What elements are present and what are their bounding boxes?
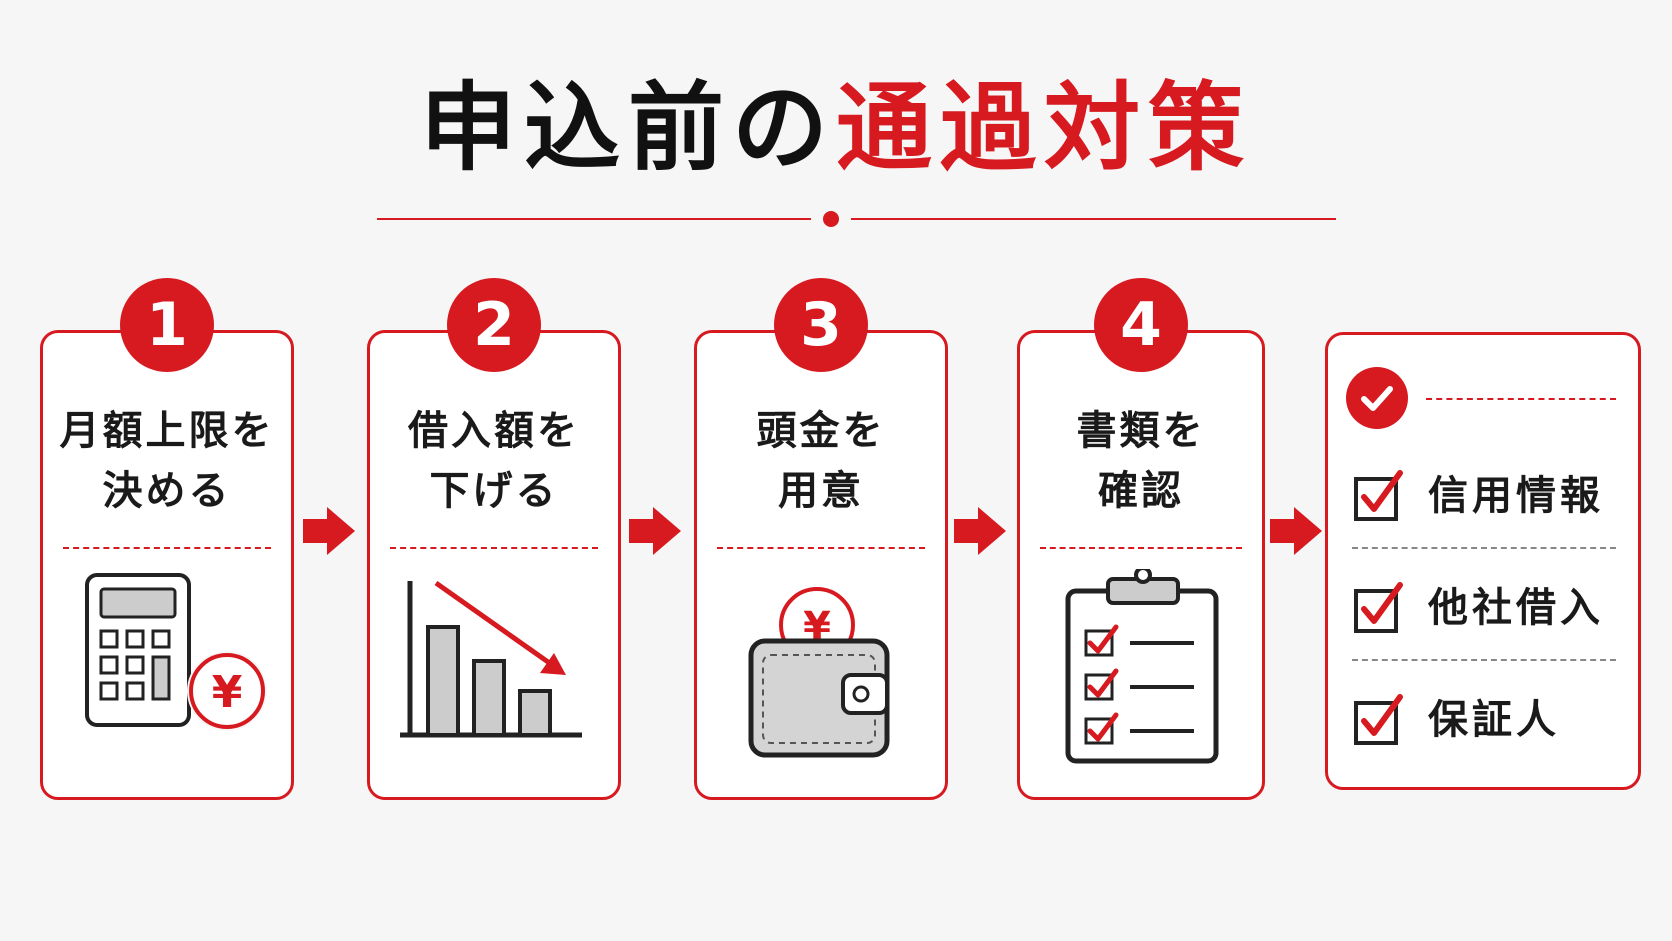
step-label-1-line-2: 決める	[102, 468, 232, 514]
svg-text:¥: ¥	[212, 667, 243, 718]
checklist-item: 信用情報	[1352, 467, 1616, 527]
step-label-2-line-2: 下げる	[429, 468, 559, 514]
wallet-yen-coin-icon: ¥	[748, 587, 890, 758]
checklist-separator	[1352, 547, 1616, 549]
step-card-3: 頭金を 用意 ¥	[694, 330, 948, 800]
step-divider-4	[1040, 547, 1242, 549]
step-label-3-line-2: 用意	[778, 468, 864, 514]
step-card-2: 借入額を 下げる	[367, 330, 621, 800]
checklist-item-label: 保証人	[1428, 697, 1560, 743]
arrow-right-icon	[303, 507, 355, 555]
step-card-4: 書類を 確認	[1017, 330, 1265, 800]
title-part-black: 申込前の	[420, 72, 836, 184]
checklist-item: 他社借入	[1352, 579, 1616, 639]
step-label-1: 月額上限を 決める	[43, 401, 291, 521]
checkbox-checked-icon	[1354, 470, 1403, 521]
checklist-item: 保証人	[1352, 691, 1616, 751]
arrow-right-icon	[629, 507, 681, 555]
step-label-2: 借入額を 下げる	[370, 401, 618, 521]
checkbox-checked-icon	[1354, 582, 1403, 633]
step-number-badge-3: 3	[774, 278, 868, 372]
calculator-yen-icon: ¥	[85, 573, 267, 731]
step-label-4-line-1: 書類を	[1076, 408, 1206, 454]
step-label-2-line-1: 借入額を	[408, 408, 580, 454]
step-number-badge-1: 1	[120, 278, 214, 372]
step-number-badge-4: 4	[1094, 278, 1188, 372]
step-card-1: 月額上限を 決める ¥	[40, 330, 294, 800]
checkbox-checked-icon	[1354, 694, 1403, 745]
checklist-header-divider	[1426, 398, 1616, 400]
title-part-red: 通過対策	[836, 72, 1252, 184]
step-label-1-line-1: 月額上限を	[59, 408, 275, 454]
arrow-right-icon	[1270, 507, 1322, 555]
step-label-3-line-1: 頭金を	[756, 408, 886, 454]
step-label-3: 頭金を 用意	[697, 401, 945, 521]
checklist-item-label: 信用情報	[1428, 473, 1604, 519]
checklist-item-label: 他社借入	[1428, 585, 1604, 631]
step-number-badge-2: 2	[447, 278, 541, 372]
checklist-card: 信用情報 他社借入 保証人	[1325, 332, 1641, 790]
step-divider-2	[390, 547, 598, 549]
page-title: 申込前の通過対策	[0, 68, 1672, 188]
checklist-separator	[1352, 659, 1616, 661]
step-label-4-line-2: 確認	[1098, 468, 1184, 514]
declining-bar-chart-icon	[400, 580, 582, 738]
step-label-4: 書類を 確認	[1020, 401, 1262, 521]
step-divider-3	[717, 547, 925, 549]
step-divider-1	[63, 547, 271, 549]
arrow-right-icon	[954, 507, 1006, 555]
title-underline-right	[851, 218, 1336, 220]
title-underline-left	[377, 218, 811, 220]
title-underline-dot	[823, 211, 839, 227]
check-circle-icon	[1346, 367, 1408, 429]
clipboard-checklist-icon	[1065, 569, 1219, 764]
